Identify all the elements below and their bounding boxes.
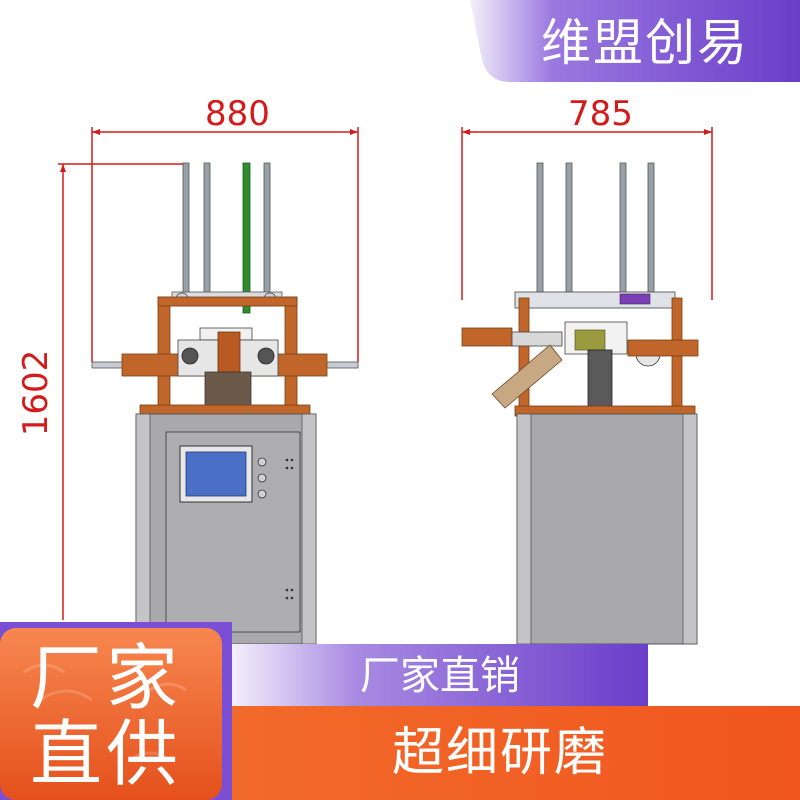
banner-orange-text: 超细研磨 (391, 723, 608, 783)
badge-line2: 直供 (30, 712, 183, 796)
banner-purple-text: 厂家直销 (360, 653, 520, 699)
brand-banner (470, 0, 800, 82)
dimension-width-front: 880 (205, 94, 270, 134)
badge-line1: 厂家 (30, 636, 183, 720)
dimension-width-side: 785 (568, 94, 633, 134)
brand-name: 维盟创易 (541, 14, 749, 72)
